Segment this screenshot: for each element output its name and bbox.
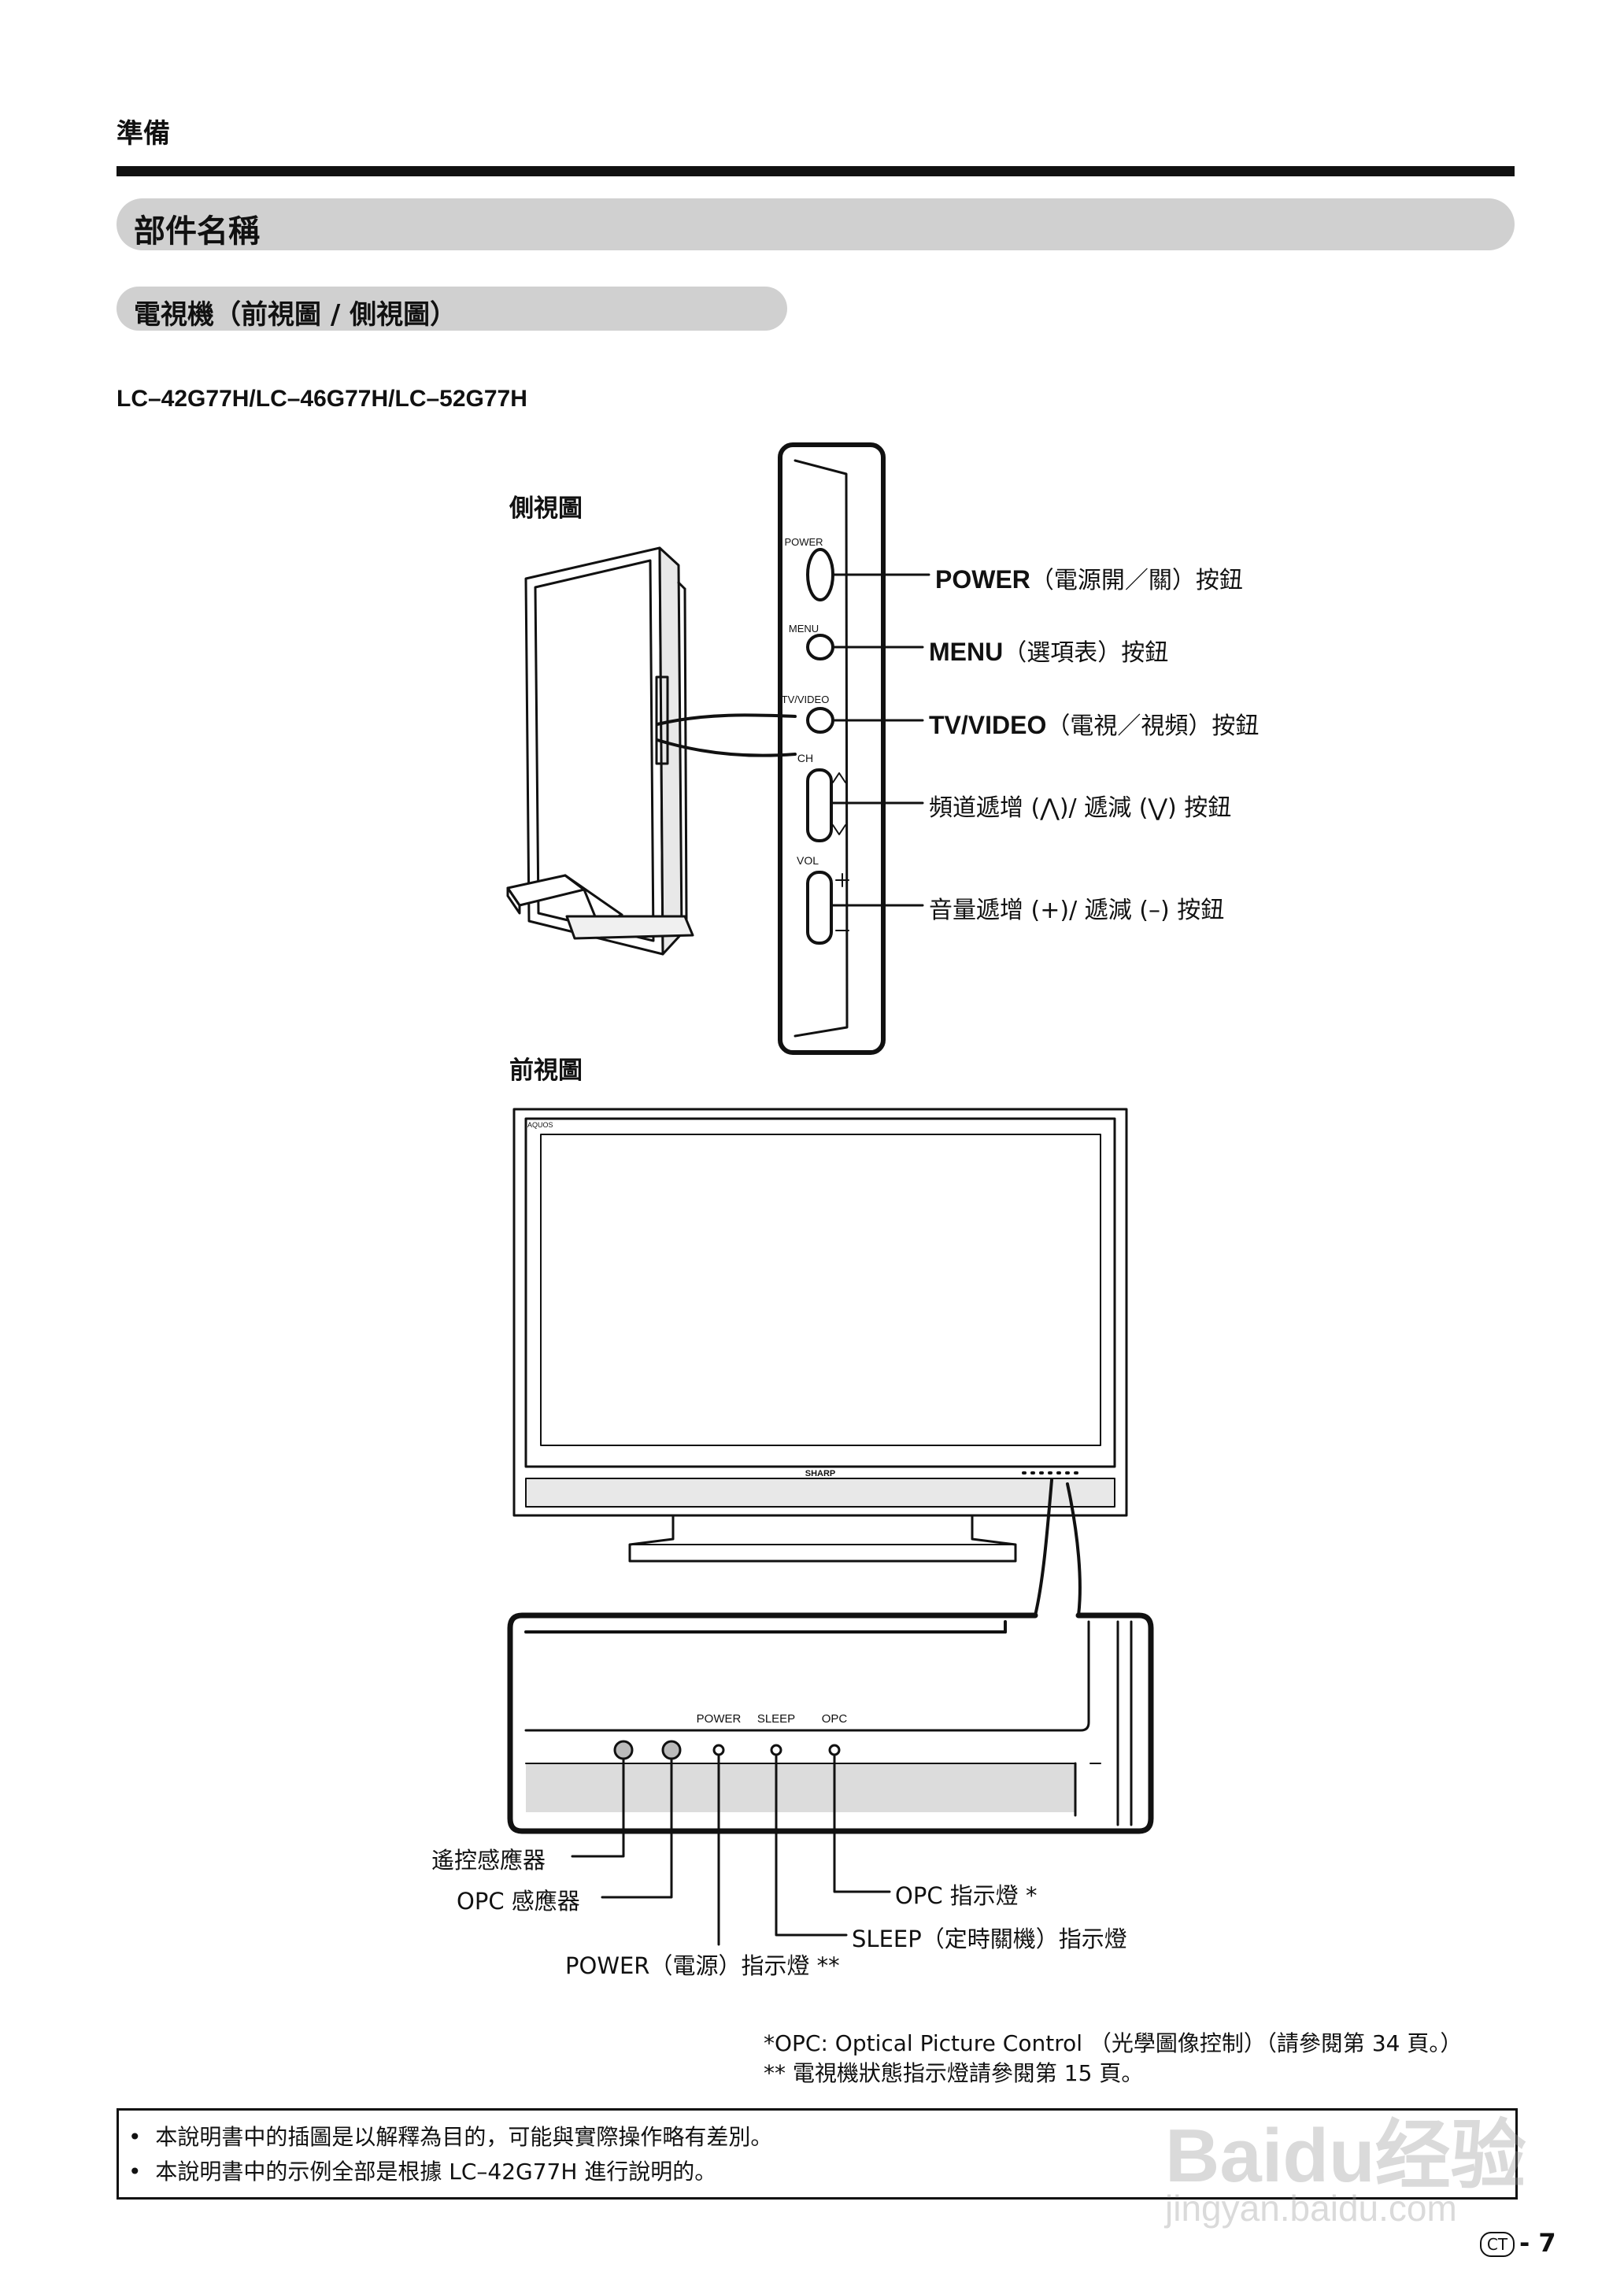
callout-menu-button: MENU（選項表）按鈕 — [929, 638, 1169, 667]
ch-rocker-icon — [806, 768, 833, 842]
model-numbers: LC–42G77H/LC–46G77H/LC–52G77H — [117, 386, 527, 412]
note-item: • 本說明書中的插圖是以解釋為目的，可能與實際操作略有差別。 — [128, 2124, 773, 2150]
front-panel-power-label: POWER — [697, 1712, 742, 1726]
page-title-bar: 部件名稱 — [117, 198, 1515, 250]
callout-tvvideo-button: TV/VIDEO（電視／視頻）按鈕 — [929, 711, 1260, 740]
watermark-url: jingyan.baidu.com — [1165, 2188, 1457, 2229]
side-panel-menu-label: MENU — [789, 623, 819, 635]
front-view-label: 前視圖 — [509, 1056, 583, 1085]
front-view-tv-illustration — [512, 1108, 1128, 1563]
callout-power-button: POWER（電源開／關）按鈕 — [935, 565, 1243, 594]
sharp-logo: SHARP — [805, 1469, 836, 1478]
subtitle-bar: 電視機（前視圖 / 側視圖） — [117, 287, 787, 331]
side-panel-power-label: POWER — [784, 536, 823, 548]
callout-channel-buttons: 頻道遞增 (⋀)/ 遞減 (⋁) 按鈕 — [929, 794, 1232, 822]
callout-sleep-indicator: SLEEP（定時關機）指示燈 — [852, 1926, 1127, 1952]
footnote-indicator: ** 電視機狀態指示燈請參閱第 15 頁。 — [764, 2060, 1144, 2086]
side-view-tv-illustration — [506, 546, 694, 956]
sleep-indicator-icon — [770, 1744, 782, 1756]
side-panel-vol-label: VOL — [797, 854, 819, 867]
side-panel-ch-label: CH — [797, 752, 813, 764]
opc-indicator-icon — [828, 1744, 841, 1756]
side-panel-zoom — [778, 442, 886, 1055]
front-panel-zoom — [507, 1612, 1154, 1834]
callout-opc-sensor: OPC 感應器 — [457, 1888, 580, 1915]
subtitle: 電視機（前視圖 / 側視圖） — [134, 299, 457, 331]
menu-button-icon — [806, 634, 834, 660]
aquos-logo: AQUOS — [527, 1121, 553, 1129]
power-indicator-icon — [712, 1744, 725, 1756]
callout-remote-sensor: 遙控感應器 — [431, 1847, 546, 1874]
power-button-icon — [806, 548, 834, 601]
callout-volume-buttons: 音量遞增 (+)/ 遞減 (–) 按鈕 — [929, 897, 1225, 924]
header-rule — [117, 166, 1515, 176]
section-title: 準備 — [117, 118, 170, 150]
side-panel-tvvideo-label: TV/VIDEO — [782, 694, 830, 705]
watermark-logo: Baidu经验 — [1165, 2114, 1526, 2198]
callout-power-indicator: POWER（電源）指示燈 ** — [565, 1952, 840, 1979]
opc-sensor-icon — [661, 1740, 682, 1760]
side-view-label: 側視圖 — [509, 494, 583, 523]
tvvideo-button-icon — [806, 707, 834, 734]
vol-rocker-icon — [806, 871, 833, 945]
page-number: CT- 7 — [1480, 2228, 1556, 2258]
callout-opc-indicator: OPC 指示燈 * — [895, 1882, 1038, 1909]
front-panel-sleep-label: SLEEP — [757, 1712, 795, 1726]
page-title: 部件名稱 — [134, 213, 260, 250]
note-item: • 本說明書中的示例全部是根據 LC–42G77H 進行說明的。 — [128, 2159, 717, 2185]
remote-sensor-icon — [613, 1740, 634, 1760]
notes-box: • 本說明書中的插圖是以解釋為目的，可能與實際操作略有差別。 • 本說明書中的示… — [117, 2108, 1518, 2200]
front-panel-opc-label: OPC — [822, 1712, 848, 1726]
ct-badge: CT — [1480, 2232, 1515, 2257]
footnote-opc: *OPC: Optical Picture Control （光學圖像控制）（請… — [764, 2030, 1463, 2056]
